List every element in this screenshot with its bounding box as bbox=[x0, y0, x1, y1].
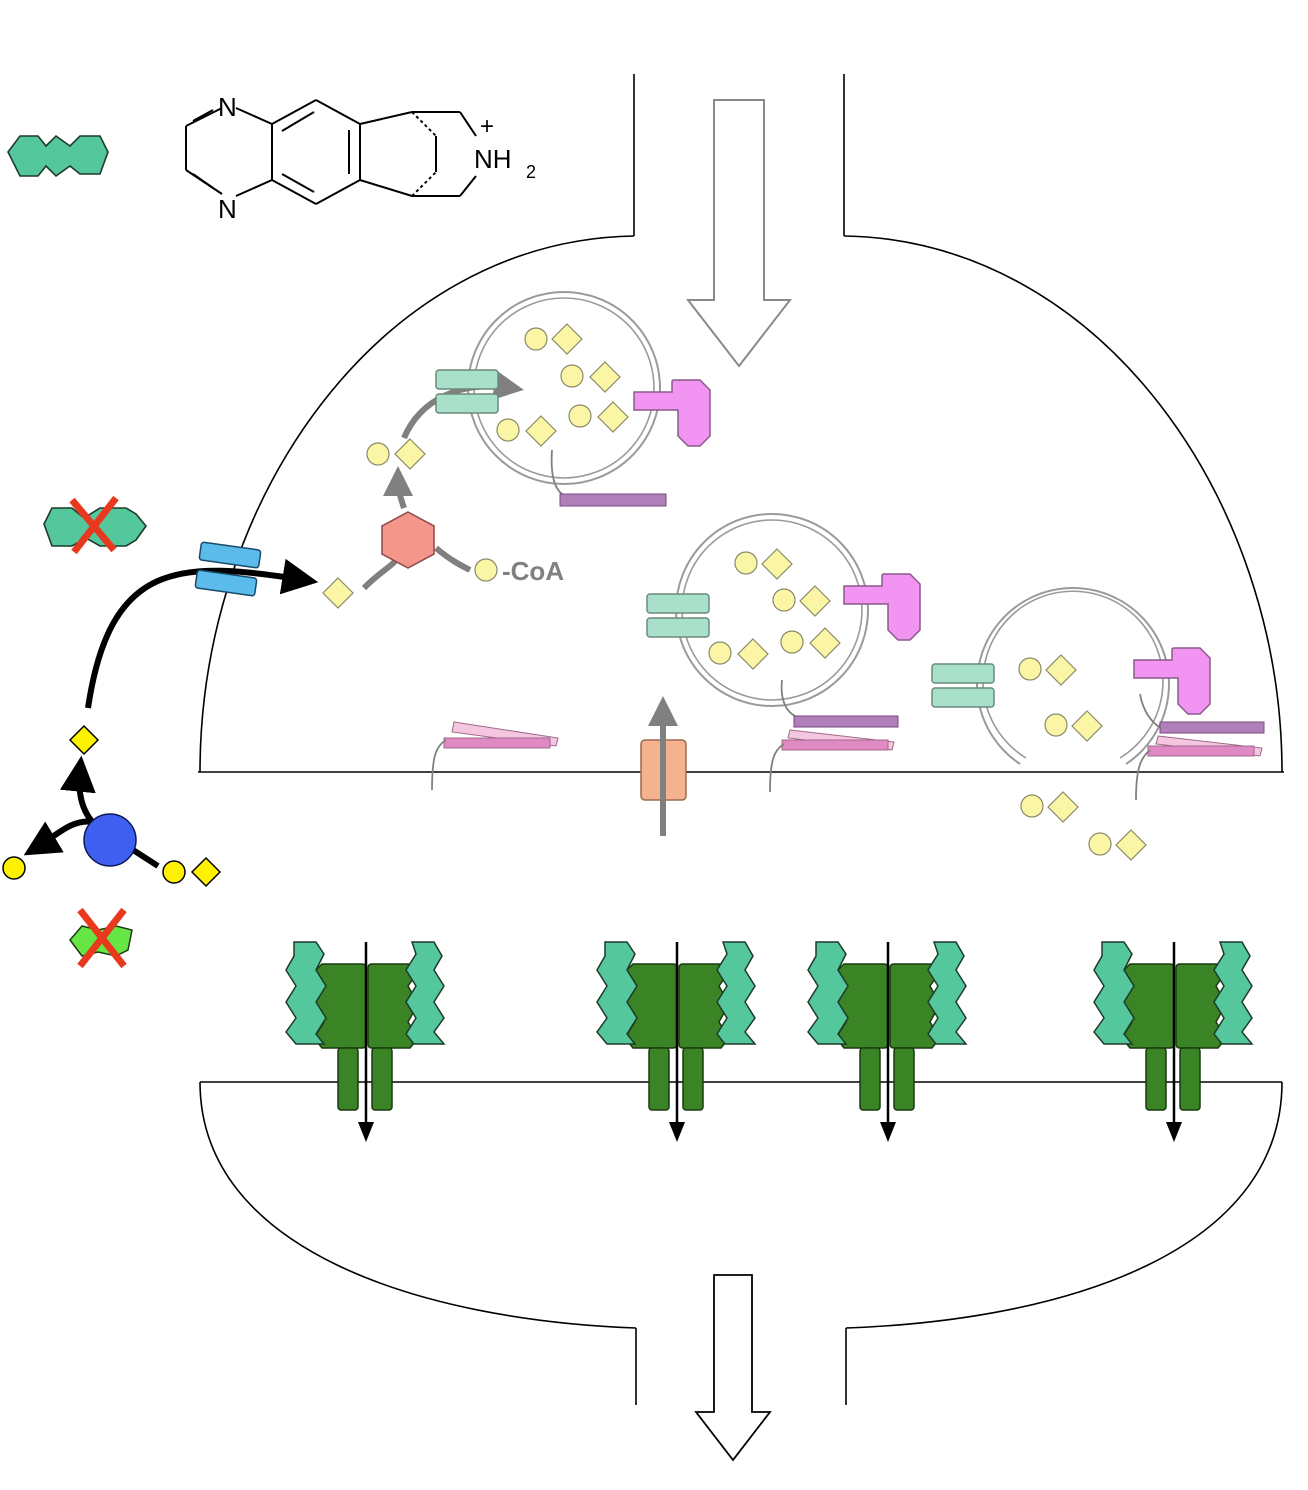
acetylcholine-circle bbox=[162, 860, 186, 884]
blocked-ligand-icon bbox=[43, 495, 148, 555]
vesicular-transporter-icon bbox=[435, 369, 499, 414]
vesicular-transporter-icon bbox=[931, 663, 995, 708]
postsynaptic-receptor-icon bbox=[1094, 942, 1252, 1138]
esterase-enzyme-icon bbox=[83, 813, 137, 867]
presynaptic-terminal bbox=[198, 74, 1284, 773]
acetylcholine-diamond bbox=[190, 856, 222, 888]
vesicular-transporter-icon bbox=[646, 593, 710, 638]
vesicle-pump-icon bbox=[1133, 647, 1211, 715]
postsynaptic-receptor-icon bbox=[286, 942, 444, 1138]
snare-complex-icon bbox=[769, 715, 899, 793]
postsynaptic-receptor-icon bbox=[597, 942, 755, 1138]
quinoxaline-structure-icon bbox=[185, 99, 477, 205]
choline-transporter-icon bbox=[194, 541, 262, 597]
acetate-diamond bbox=[68, 724, 100, 756]
vesicle-pump-icon bbox=[843, 573, 921, 641]
choline-circle bbox=[2, 856, 26, 880]
blocked-esterase-icon bbox=[69, 907, 133, 969]
amine-charge: + bbox=[480, 113, 494, 140]
coa-label: -CoA bbox=[502, 556, 564, 586]
synthesis-enzyme-icon bbox=[381, 511, 435, 569]
snare-complex-icon bbox=[431, 721, 559, 791]
signal-in-arrow-icon bbox=[685, 99, 793, 368]
snare-complex-icon bbox=[1135, 721, 1265, 801]
signal-out-arrow-icon bbox=[694, 1274, 772, 1462]
vesicle-pump-icon bbox=[633, 379, 711, 447]
postsynaptic-receptor-icon bbox=[808, 942, 966, 1138]
snare-complex-icon bbox=[559, 493, 667, 507]
amine-nh: NH bbox=[474, 144, 512, 174]
amine-subscript: 2 bbox=[526, 162, 536, 182]
ligand-molecule-icon bbox=[7, 134, 109, 178]
atom-n-bottom: N bbox=[218, 194, 237, 224]
choline-uptake-arrow bbox=[85, 558, 319, 709]
atom-n-top: N bbox=[218, 92, 237, 122]
